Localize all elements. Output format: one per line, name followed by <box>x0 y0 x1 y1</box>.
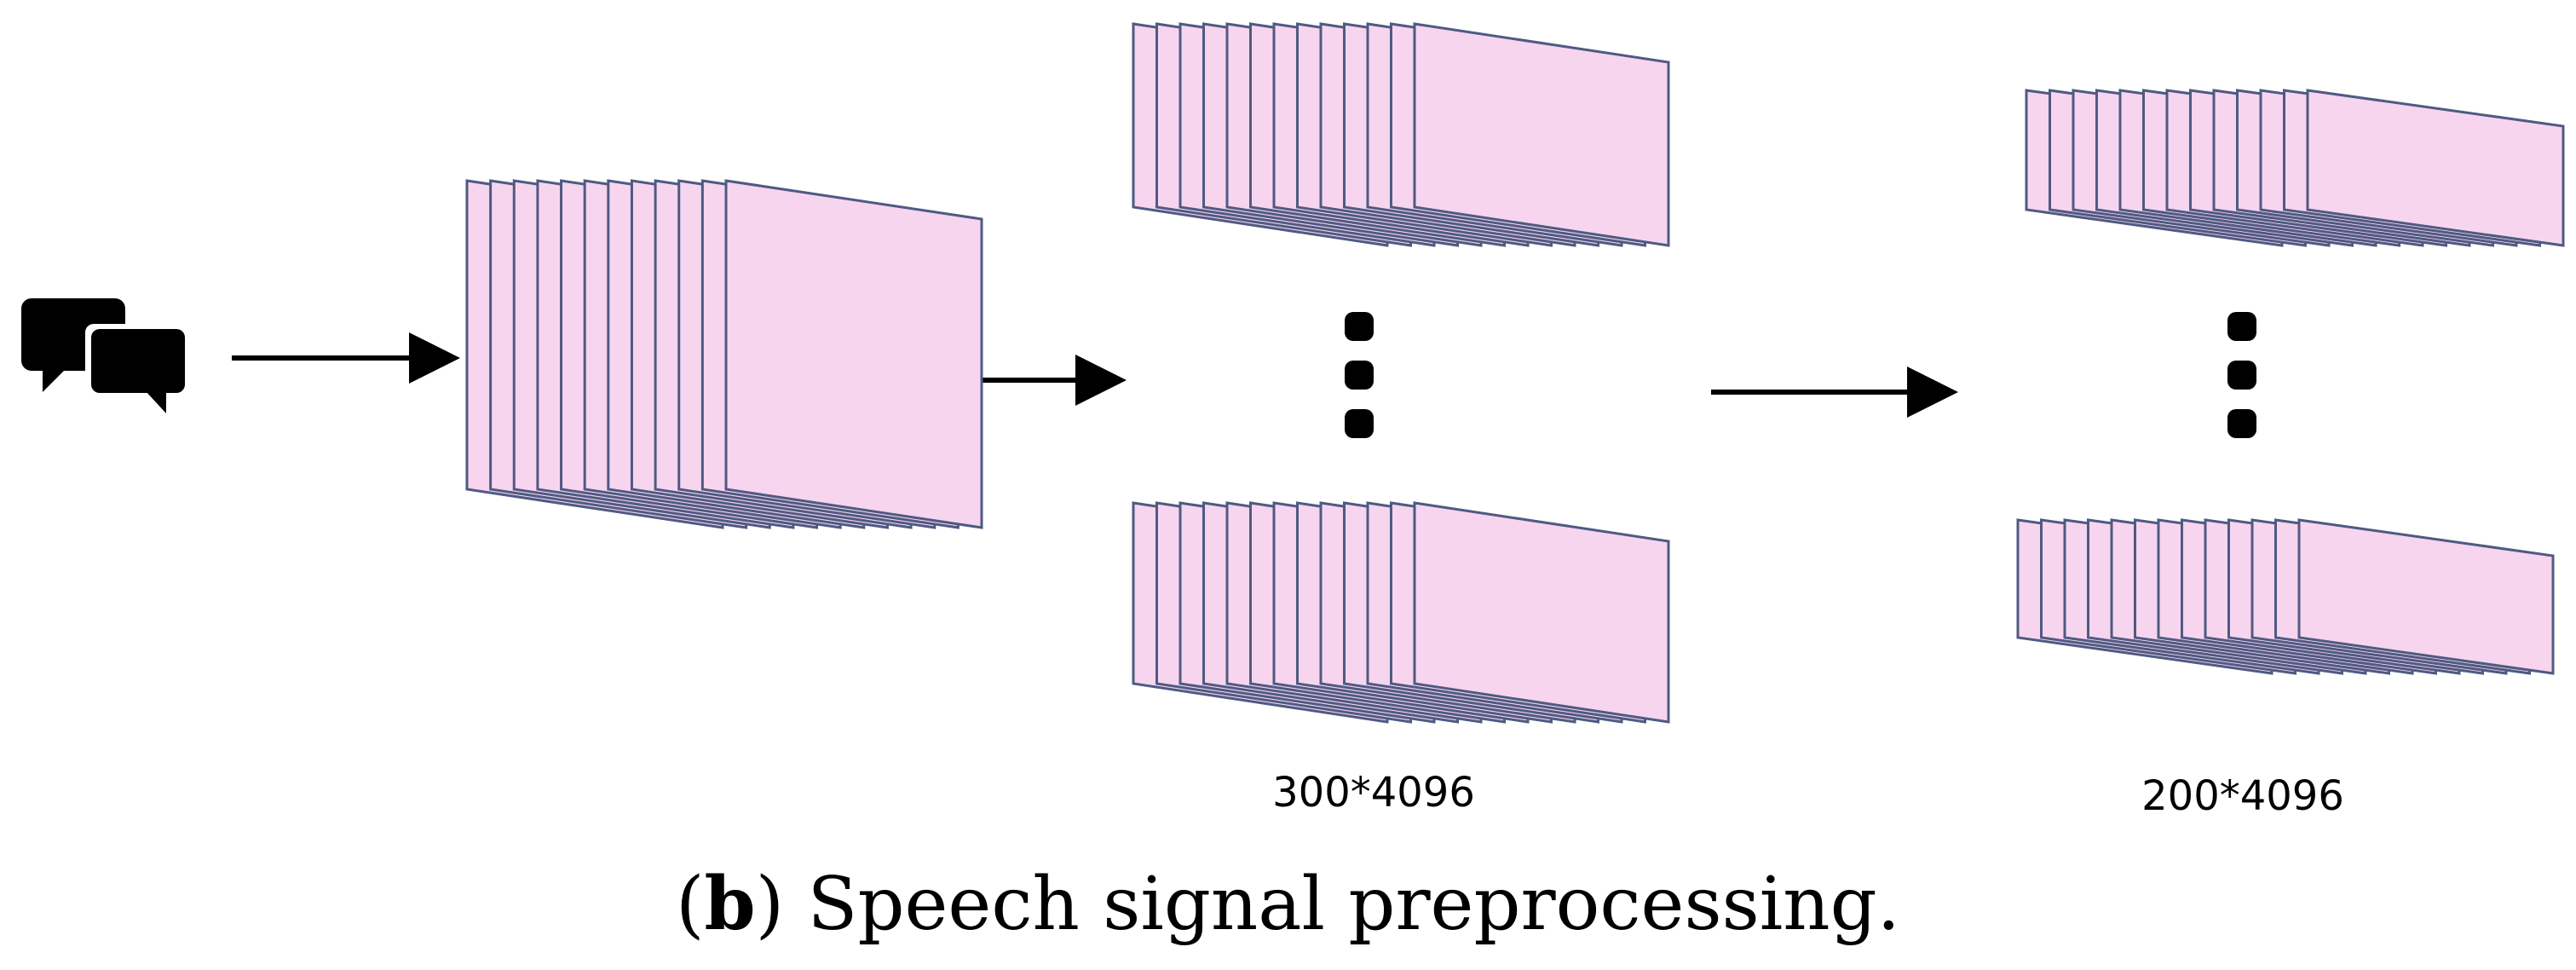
dimension-label-300: 300*4096 <box>1272 769 1475 817</box>
frame-sheet <box>724 179 983 529</box>
frame-stack-200-top <box>2025 89 2565 247</box>
frame-stack-200-bottom <box>2016 518 2555 675</box>
frame-sheet <box>1413 22 1670 247</box>
frame-stack-original <box>465 179 983 529</box>
ellipsis-dots-200 <box>2227 312 2256 438</box>
speech-bubbles-icon <box>21 298 187 413</box>
frame-stack-300-bottom <box>1132 501 1670 724</box>
caption-letter: b <box>704 861 756 947</box>
frame-sheet <box>2297 518 2555 675</box>
figure-caption: (b) Speech signal preprocessing. <box>675 861 1901 947</box>
frame-sheet <box>2306 89 2565 247</box>
frame-stack-300-top <box>1132 22 1670 247</box>
frame-sheet <box>1413 501 1670 724</box>
ellipsis-dots-300 <box>1345 312 1374 438</box>
caption-text: ) Speech signal preprocessing. <box>755 862 1901 947</box>
dimension-label-200: 200*4096 <box>2141 772 2344 820</box>
